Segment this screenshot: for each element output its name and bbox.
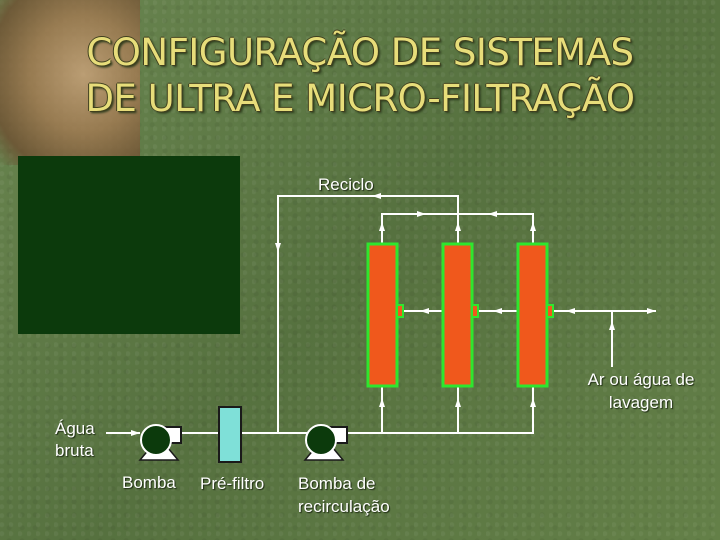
arrow-wash-up bbox=[609, 321, 615, 330]
arrow-up-mid bbox=[455, 222, 461, 231]
arrow-bottom-3 bbox=[530, 398, 536, 407]
arrow-header-1 bbox=[417, 211, 426, 217]
membrane-module-3 bbox=[518, 244, 547, 386]
wash-label: Ar ou água de lavagem bbox=[566, 368, 716, 414]
membrane-module-1 bbox=[368, 244, 397, 386]
prefilter-label: Pré-filtro bbox=[200, 473, 264, 494]
arrow-perm-1 bbox=[420, 308, 429, 314]
recirculation-pump-icon bbox=[305, 425, 347, 460]
recirculation-pump-label: Bomba de recirculação bbox=[298, 472, 438, 518]
arrow-perm-2 bbox=[493, 308, 502, 314]
arrow-perm-out bbox=[647, 308, 656, 314]
arrow-feed bbox=[131, 430, 140, 436]
arrow-up-right bbox=[530, 222, 536, 231]
membrane-modules bbox=[368, 244, 553, 386]
membrane-port-2 bbox=[472, 305, 478, 317]
arrow-recycle-down bbox=[275, 243, 281, 252]
arrow-bottom-1 bbox=[379, 398, 385, 407]
membrane-port-1 bbox=[397, 305, 403, 317]
raw-water-label: Água bruta bbox=[55, 418, 110, 462]
pump-label: Bomba bbox=[122, 472, 176, 493]
arrow-bottom-2 bbox=[455, 398, 461, 407]
arrow-perm-3 bbox=[566, 308, 575, 314]
recycle-label: Reciclo bbox=[318, 174, 374, 195]
arrow-up-left bbox=[379, 222, 385, 231]
membrane-module-2 bbox=[443, 244, 472, 386]
feed-pump-icon bbox=[140, 425, 181, 460]
membrane-port-3 bbox=[547, 305, 553, 317]
prefilter-icon bbox=[219, 407, 241, 462]
bottom-header-pipe bbox=[346, 386, 533, 433]
arrow-header-2 bbox=[488, 211, 497, 217]
